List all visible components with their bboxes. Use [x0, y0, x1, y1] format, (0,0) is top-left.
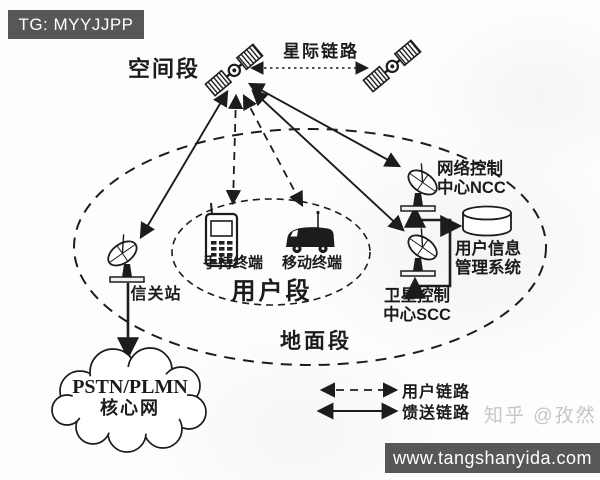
user-segment-label: 用户段 — [231, 278, 313, 306]
scc-label-line1: 卫星控制 — [384, 287, 450, 305]
control-bus-connector — [403, 205, 463, 299]
scc-label-line2: 中心SCC — [383, 306, 451, 324]
ncc-label-line2: 中心NCC — [437, 179, 506, 197]
satellite-icon-left — [204, 43, 264, 97]
user-info-system-label: 用户信息 管理系统 — [455, 240, 521, 278]
inter-satellite-link-label: 星际链路 — [283, 42, 359, 62]
feeder-link-gateway-arrow — [139, 89, 229, 240]
core-network-cloud-icon — [51, 347, 207, 453]
user-link-mobile-arrow — [242, 93, 304, 208]
core-network-label-line2: 核心网 — [100, 398, 160, 418]
ncc-label-line1: 网络控制 — [437, 160, 503, 178]
mobile-terminal-icon — [286, 210, 335, 254]
website-badge: www.tangshanyida.com — [385, 443, 600, 473]
user-info-system-label-line2: 管理系统 — [455, 259, 521, 277]
satellite-icon-right — [362, 39, 422, 93]
scc-dish-icon — [400, 225, 446, 277]
user-info-system-label-line1: 用户信息 — [455, 240, 521, 258]
gateway-station-label: 信关站 — [130, 285, 182, 303]
scc-label: 卫星控制 中心SCC — [383, 287, 451, 325]
space-segment-label: 空间段 — [127, 56, 201, 82]
mobile-terminal-label: 移动终端 — [281, 254, 343, 272]
core-network-label-line1: PSTN/PLMN — [72, 376, 188, 398]
gateway-dish-icon — [99, 231, 145, 283]
legend-user-link-label: 用户链路 — [402, 384, 471, 401]
database-icon — [462, 205, 512, 237]
core-network-label: PSTN/PLMN 核心网 — [72, 377, 188, 419]
handheld-terminal-icon — [204, 202, 239, 268]
legend-feeder-link-label: 馈送链路 — [402, 405, 471, 422]
user-link-handheld-arrow — [225, 93, 244, 206]
ground-segment-label: 地面段 — [280, 329, 352, 353]
zhihu-watermark: 知乎 @孜然 — [484, 405, 597, 427]
tg-watermark-badge: TG: MYYJJPP — [8, 10, 144, 39]
handheld-terminal-label: 手持终端 — [202, 254, 264, 272]
feeder-link-ncc-arrow — [247, 82, 402, 168]
ncc-label: 网络控制 中心NCC — [437, 160, 506, 198]
